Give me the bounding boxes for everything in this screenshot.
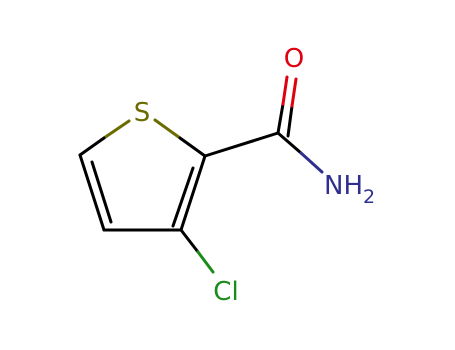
bond-c2-c3 [179,154,207,232]
bond-c3-cl-c-half [179,228,200,254]
atom-label-nh: NH [324,171,363,201]
bond-group [78,75,324,274]
atom-label-nh-subscript: 2 [363,186,375,208]
bond-s-c5-c-half [78,136,106,157]
bond-s-c2-s-half [153,118,182,140]
bond-c4-c5-inner [90,160,113,224]
atom-label-oxygen: O [284,44,304,74]
bond-carbonyl-o-2a [286,104,294,138]
bond-c2-c3-inner [171,166,195,228]
bond-s-c5-s-half [102,119,131,140]
atom-label-chlorine: Cl [213,277,238,307]
bond-carbonyl-o-1a [276,102,285,135]
atom-label-amide-nitrogen: NH2 [324,171,375,208]
bond-carbonyl-n-n-half [299,151,324,174]
bond-carbonyl-n-c-half [276,131,303,155]
bond-c2-carbonyl [203,131,280,158]
bond-s-c2-c-half [178,136,207,158]
atom-label-sulfur: S [134,98,151,128]
bond-carbonyl-o-2b [290,77,298,108]
bond-c4-c5 [78,153,106,232]
bond-c3-cl-cl-half [196,250,215,274]
bond-carbonyl-o-1b [281,75,289,106]
